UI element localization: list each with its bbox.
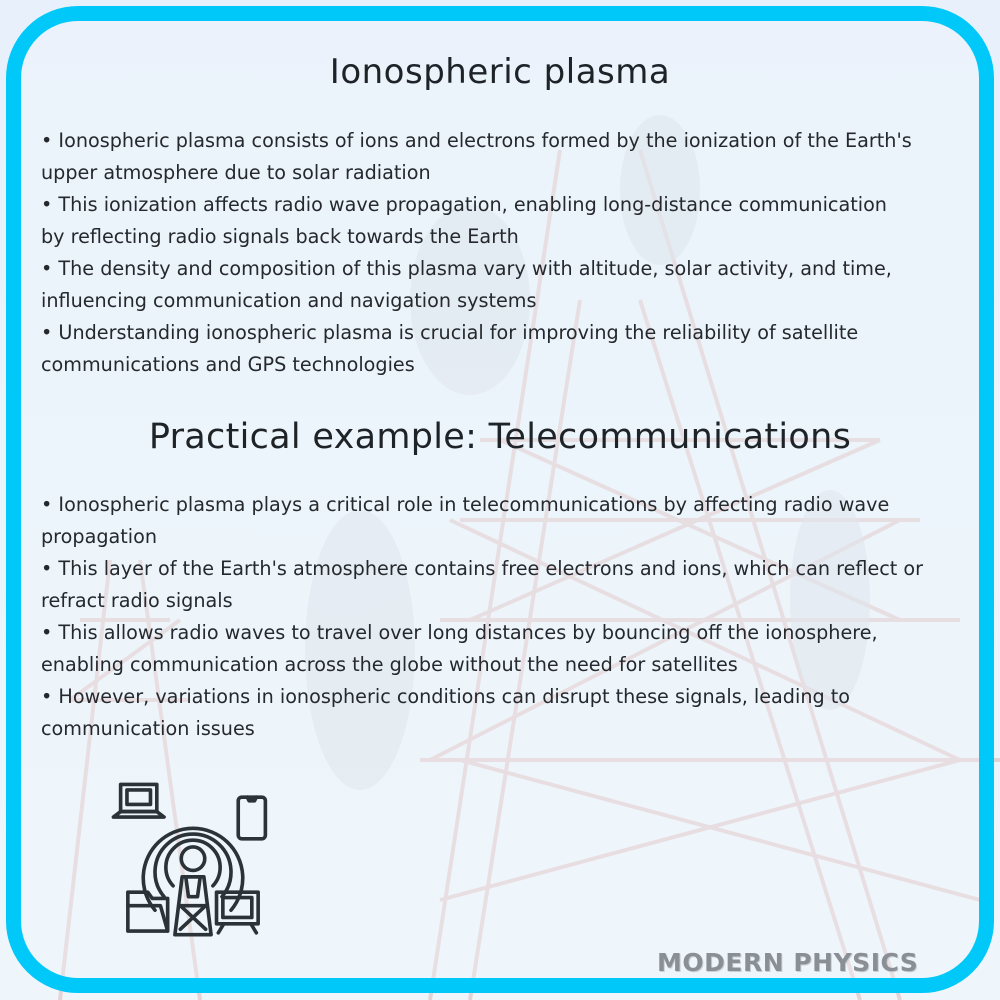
section-title-ionospheric-plasma: Ionospheric plasma — [329, 52, 671, 92]
section1-bullets: • Ionospheric plasma consists of ions an… — [41, 125, 971, 381]
bullet-line: • This allows radio waves to travel over… — [41, 621, 878, 644]
bullet-line: enabling communication across the globe … — [41, 653, 738, 676]
bullet-line: • This ionization affects radio wave pro… — [41, 193, 887, 216]
bullet-line: communication issues — [41, 717, 255, 740]
laptop-icon — [111, 782, 166, 819]
watermark-logo: MODERN PHYSICS — [657, 948, 919, 977]
section2-bullets: • Ionospheric plasma plays a critical ro… — [41, 489, 971, 745]
signal-waves-icon — [141, 826, 245, 913]
bullet-line: • However, variations in ionospheric con… — [41, 685, 851, 708]
bullet-line: upper atmosphere due to solar radiation — [41, 161, 431, 184]
telecom-tower-devices-icon — [98, 770, 288, 960]
bullet-line: propagation — [41, 525, 158, 548]
bullet-line: • Ionospheric plasma plays a critical ro… — [41, 493, 890, 516]
tv-monitor-icon — [214, 890, 260, 935]
bullet-line: • This layer of the Earth's atmosphere c… — [41, 557, 924, 580]
antenna-tower-icon — [173, 874, 213, 937]
content-frame — [6, 6, 994, 993]
bullet-line: influencing communication and navigation… — [41, 289, 537, 312]
bullet-line: • The density and composition of this pl… — [41, 257, 892, 280]
bullet-line: refract radio signals — [41, 589, 233, 612]
bullet-line: • Understanding ionospheric plasma is cr… — [41, 321, 859, 344]
section-title-practical-example: Practical example: Telecommunications — [148, 417, 852, 457]
smartphone-icon — [236, 795, 268, 841]
bullet-line: • Ionospheric plasma consists of ions an… — [41, 129, 912, 152]
bullet-line: communications and GPS technologies — [41, 353, 415, 376]
bullet-line: by reflecting radio signals back towards… — [41, 225, 519, 248]
folder-icon — [126, 890, 170, 933]
